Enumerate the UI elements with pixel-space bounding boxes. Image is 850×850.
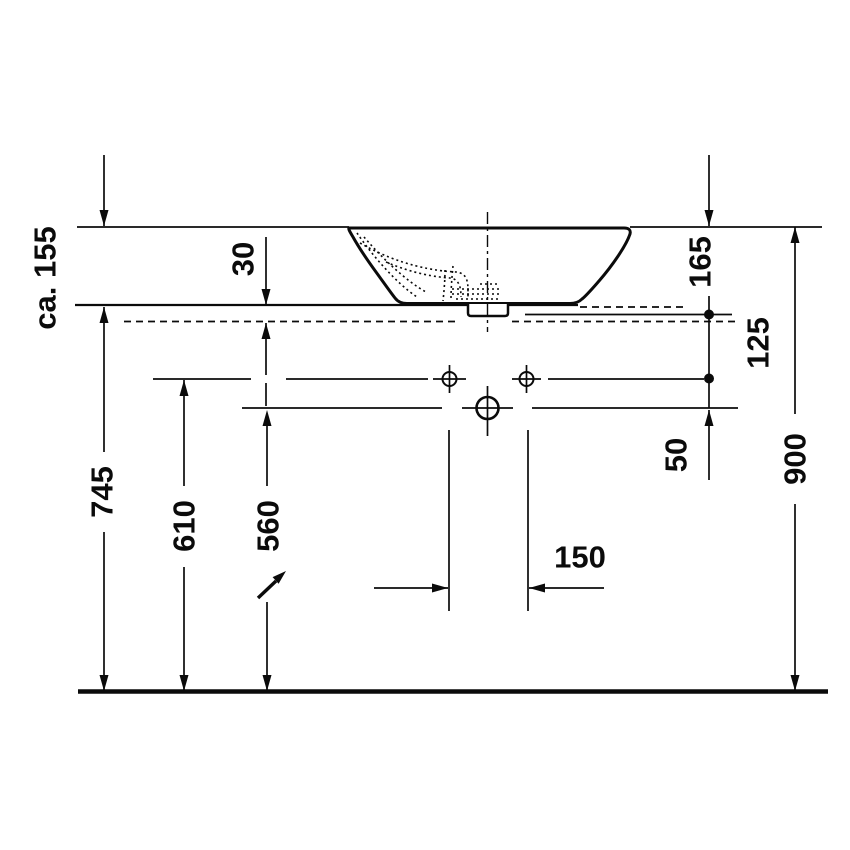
dim-label-150: 150 [554,539,606,575]
dim-label-610: 610 [166,500,202,552]
diagonal-arrow [256,571,286,600]
washbasin-profile [347,212,632,332]
basin-outer-wall [347,226,632,305]
dimension-lines [99,155,800,691]
tap-hole-left [441,371,458,387]
tap-hole-rows [153,365,738,611]
dim-label-745: 745 [84,466,120,518]
dim-label-560: 560 [250,500,286,552]
dim-label-165: 165 [682,236,718,288]
mounting-hole [475,395,500,421]
dimension-dot-upper [704,309,714,320]
dim-label-50: 50 [658,437,694,473]
basin-inner-contours [356,232,500,302]
reference-lines [75,226,822,323]
dim-label-125: 125 [740,317,776,369]
tap-hole-right [518,371,535,387]
dim-label-900: 900 [777,433,813,485]
dim-label-30: 30 [225,241,261,277]
dimension-dot-lower [704,373,714,384]
dim-label-ca155: ca. 155 [27,226,63,330]
